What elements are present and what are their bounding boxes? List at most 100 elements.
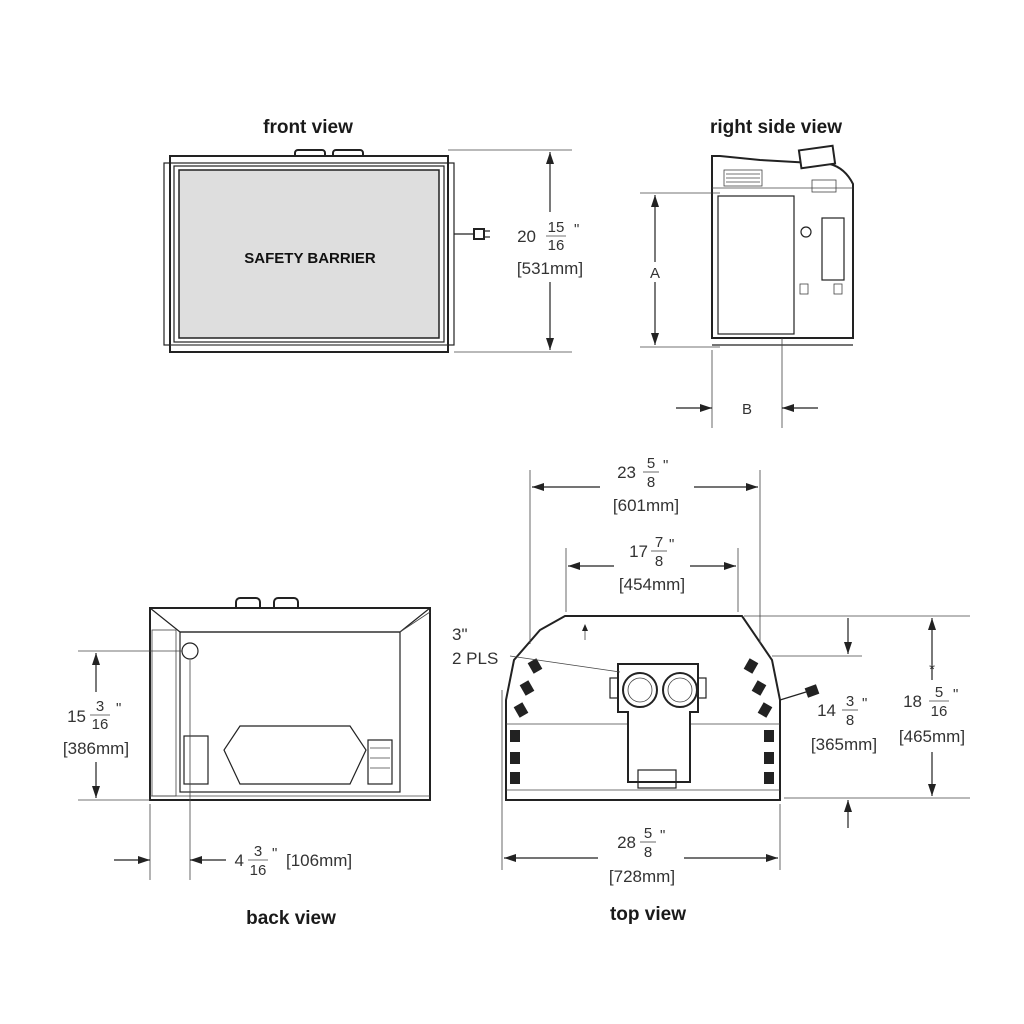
front-height-whole: 20: [517, 227, 536, 246]
louver-slot: [519, 680, 535, 696]
arrow-down-icon: [928, 784, 936, 796]
louver-slot: [527, 658, 543, 674]
side-vent-grille-2: [811, 179, 837, 193]
left-louvers: [510, 658, 543, 784]
pls-leader-line: [509, 655, 621, 673]
arrow-right-icon: [700, 404, 712, 412]
back-view-title: back view: [246, 908, 336, 929]
louver-slot: [743, 658, 759, 674]
side-firebox-panel: [717, 195, 795, 335]
top-inner-mm: [454mm]: [619, 575, 685, 594]
louver-slot: [510, 730, 520, 742]
front-height-num: 15: [548, 219, 565, 236]
plug-icon: [473, 228, 485, 240]
right-side-view-title: right side view: [710, 117, 842, 138]
top-view-title: top view: [610, 904, 686, 925]
arrow-down-icon: [651, 333, 659, 345]
collar-tab-left: [609, 677, 619, 699]
top-bottom-whole: 28: [617, 833, 636, 852]
louver-slot: [513, 702, 529, 718]
top-cord: [779, 691, 807, 701]
louver-slot: [510, 752, 520, 764]
side-vent-grille: [723, 169, 763, 187]
clearance-label: 3": [452, 625, 468, 644]
louver-slot: [510, 772, 520, 784]
arrow-left-icon: [532, 483, 544, 491]
top-vent-pipe-left-inner: [627, 677, 653, 703]
safety-barrier-label: SAFETY BARRIER: [244, 250, 376, 267]
arrow-right-icon: [724, 562, 736, 570]
top-total-den: 16: [931, 703, 948, 720]
top-bottom-inch: ": [660, 827, 665, 844]
side-a-bg: [644, 262, 666, 282]
arrow-up-icon: [928, 618, 936, 630]
back-offset-den: 16: [250, 862, 267, 879]
arrow-left-icon: [504, 854, 516, 862]
back-offset-num: 3: [254, 843, 262, 860]
top-depth-whole: 14: [817, 701, 836, 720]
front-height-mm: [531mm]: [517, 259, 583, 278]
back-offset-mm: [106mm]: [286, 851, 352, 870]
front-height-inch: ": [574, 221, 579, 238]
right-side-view: right side view A B: [640, 117, 854, 428]
barrier-trim: [173, 165, 445, 343]
top-overall-den: 8: [647, 474, 655, 491]
louver-slot: [751, 680, 767, 696]
arrow-up-icon: [92, 653, 100, 665]
arrow-up-icon: [582, 624, 588, 631]
louver-slot: [757, 702, 773, 718]
top-bottom-den: 8: [644, 844, 652, 861]
top-total-inch: ": [953, 686, 958, 703]
front-view: front view SAFETY BARRIER 20 15 16 " [53…: [163, 117, 590, 353]
back-vent-grille: [367, 739, 393, 785]
collar-tab-right: [697, 677, 707, 699]
arrow-down-icon: [92, 786, 100, 798]
top-depth-num: 3: [846, 693, 854, 710]
arrow-up-icon: [844, 800, 852, 812]
top-vent-pipe-right-inner: [667, 677, 693, 703]
front-height-den: 16: [548, 237, 565, 254]
arrow-left-icon: [568, 562, 580, 570]
arrow-down-icon: [844, 642, 852, 654]
side-bracket-1: [799, 283, 809, 295]
front-dim-label-bg: [520, 212, 590, 282]
back-height-inch: ": [116, 700, 121, 717]
back-offset-whole: 4: [235, 851, 244, 870]
top-bottom-mm: [728mm]: [609, 867, 675, 886]
collar-base-tab: [637, 769, 677, 789]
top-inner-inch: ": [669, 536, 674, 553]
top-view: top view: [452, 455, 970, 925]
top-overall-num: 5: [647, 455, 655, 472]
arrow-right-icon: [138, 856, 150, 864]
top-inner-den: 8: [655, 553, 663, 570]
back-access-panel: [223, 725, 367, 785]
arrow-right-icon: [746, 483, 758, 491]
arrow-left-icon: [782, 404, 794, 412]
top-total-whole: 18: [903, 692, 922, 711]
top-depth-mm: [365mm]: [811, 735, 877, 754]
top-bottom-num: 5: [644, 825, 652, 842]
arrow-up-icon: [546, 152, 554, 164]
back-height-num: 3: [96, 698, 104, 715]
back-height-den: 16: [92, 716, 109, 733]
back-dim-label-bg: [62, 692, 134, 762]
top-total-num: 5: [935, 684, 943, 701]
top-overall-whole: 23: [617, 463, 636, 482]
side-control-panel: [821, 217, 845, 281]
side-top-duct: [797, 144, 837, 170]
back-height-mm: [386mm]: [63, 739, 129, 758]
side-label-b: B: [742, 401, 752, 418]
louver-slot: [764, 752, 774, 764]
front-view-title: front view: [263, 117, 353, 138]
right-louvers: [743, 658, 774, 784]
back-offset-inch: ": [272, 845, 277, 862]
side-label-a: A: [650, 265, 660, 282]
back-panel: [179, 631, 401, 793]
pls-label: 2 PLS: [452, 649, 498, 668]
side-knob-icon: [800, 226, 812, 238]
louver-slot: [764, 772, 774, 784]
side-bracket-2: [833, 283, 843, 295]
plug-icon: [804, 684, 820, 698]
louver-slot: [764, 730, 774, 742]
